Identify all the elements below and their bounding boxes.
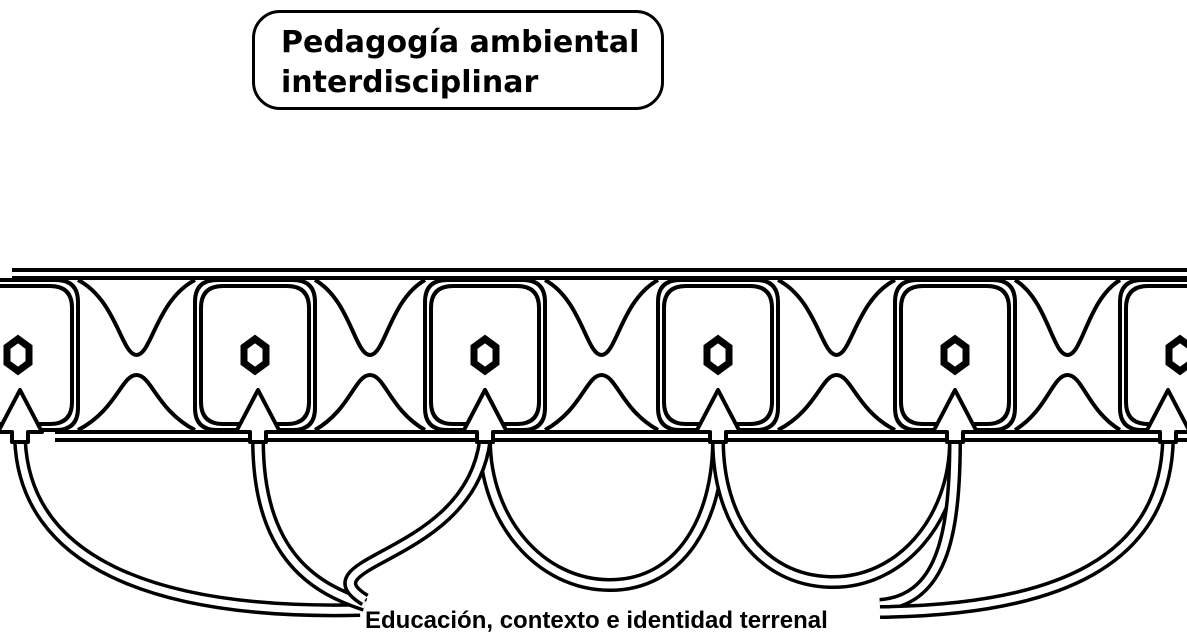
connector-upper (777, 278, 896, 357)
arrow-7-shaft-fill (346, 439, 489, 603)
connector-upper (313, 278, 427, 357)
arrow-4-head-icon (694, 388, 742, 444)
bottom-label: Educación, contexto e identidad terrenal (365, 607, 828, 634)
arrow-1-head-icon (0, 388, 44, 444)
connector-upper (543, 278, 660, 357)
cell-outline (423, 278, 547, 432)
title-line-2: interdisciplinar (281, 65, 539, 100)
connector-lower (544, 373, 659, 432)
connector-upper (1013, 278, 1122, 357)
title-line-1: Pedagogía ambiental (281, 25, 640, 60)
arrow-1-shaft-fill (16, 439, 361, 614)
hexagon-icon (703, 334, 733, 376)
hexagon-icon (1165, 334, 1187, 376)
cell-outline-inner (899, 284, 1011, 426)
hexagon-icon (3, 334, 33, 376)
cell-outline (1118, 278, 1187, 432)
hexagon-icon (240, 334, 270, 376)
arrow-5-shaft-outline (879, 439, 962, 612)
arrow-3-shaft-fill (481, 439, 722, 589)
cell-outline-inner (199, 284, 311, 426)
arrow-6-head-icon (1144, 388, 1187, 444)
hexagon-icon (470, 334, 500, 376)
arrow-6-shaft-fill (879, 439, 1172, 616)
cell-outline-inner (429, 284, 541, 426)
connector-lower (777, 373, 896, 432)
chain-band (0, 268, 1187, 442)
arrow-4-shaft-outline (711, 439, 962, 590)
arrow-4-shaft-fill (714, 439, 959, 586)
hexagon-icon (940, 334, 970, 376)
cell-outline (656, 278, 780, 432)
arrow-3-shaft-outline (478, 439, 725, 592)
arrow-5-head-icon (931, 388, 979, 444)
connector-lower (77, 373, 196, 432)
connector-lower (1013, 373, 1122, 432)
arrow-2-head-icon (234, 388, 282, 444)
cell-outline (893, 278, 1017, 432)
cell-outline-inner (0, 284, 74, 426)
arrow-5-shaft-fill (879, 439, 959, 609)
arrow-7-shaft-outline (343, 439, 492, 606)
cell-outline-inner (1124, 284, 1187, 426)
connector-upper (77, 278, 196, 357)
arrow-2-shaft-fill (254, 439, 367, 609)
arrow-7-head-icon (461, 388, 509, 444)
cell-outline (0, 278, 80, 432)
cell-outline (193, 278, 317, 432)
cell-outline-inner (662, 284, 774, 426)
title-box: Pedagogía ambiental interdisciplinar (252, 10, 664, 110)
arrow-group (0, 388, 1187, 619)
connector-lower (313, 373, 427, 432)
hexagon-nodes (3, 334, 1187, 376)
